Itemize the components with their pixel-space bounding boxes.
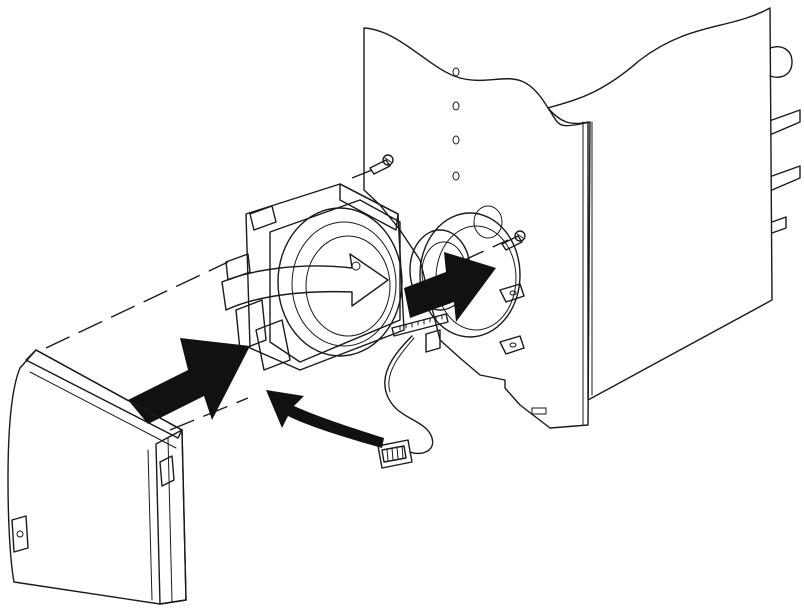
curved-arrow-icon xyxy=(266,390,384,448)
housing-pipes xyxy=(769,46,801,234)
cover-tab xyxy=(159,455,175,487)
cable xyxy=(384,335,434,455)
housing-front-panel xyxy=(363,27,591,429)
housing-label xyxy=(531,407,547,415)
screw-icon xyxy=(369,154,394,175)
housing-small-hole xyxy=(473,205,503,239)
alignment-line-screw xyxy=(351,169,373,179)
screw-icon xyxy=(501,230,526,251)
fan-tab xyxy=(225,253,251,281)
alignment-lines xyxy=(45,169,509,431)
fan-valve xyxy=(235,299,267,351)
housing-holes xyxy=(452,67,460,181)
cover-lock xyxy=(11,515,29,553)
alignment-line-bottom xyxy=(169,397,249,431)
housing-brackets xyxy=(499,283,525,355)
terminal-strip xyxy=(391,313,449,353)
push-arrow-icon xyxy=(404,252,496,322)
housing-opening xyxy=(419,212,521,338)
alignment-line-top xyxy=(45,261,229,349)
fan-tab xyxy=(249,205,277,231)
housing-side-panel xyxy=(547,7,773,401)
fan-hub xyxy=(351,261,361,271)
curved-arrow-icon xyxy=(221,253,389,311)
front-cover xyxy=(7,349,187,605)
fan-unit xyxy=(225,183,471,371)
plug-connector-icon xyxy=(377,439,413,469)
alignment-line-screw-right xyxy=(459,239,509,263)
push-arrow-icon xyxy=(128,338,250,424)
fan-housing xyxy=(277,207,403,357)
boiler-housing xyxy=(363,7,801,429)
